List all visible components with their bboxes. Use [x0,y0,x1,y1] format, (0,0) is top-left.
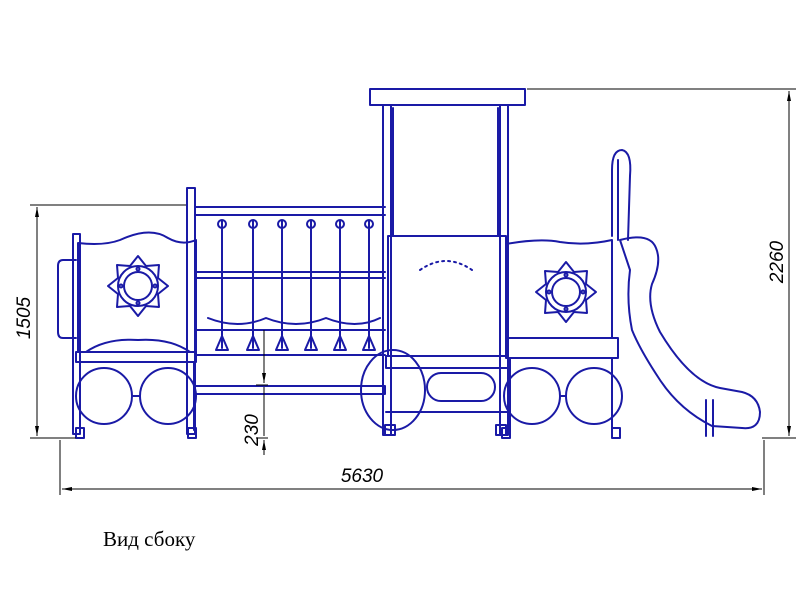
sun-emblem-left [107,255,169,317]
left-handle-rail [57,259,77,339]
cab-panel [387,235,507,357]
train-playset [57,88,761,439]
wheel [75,367,133,425]
slide-post [611,149,632,241]
cab-roof [369,88,526,106]
left-wagon-skirt [85,338,191,353]
net-bridge [186,187,386,435]
bridge-post [186,187,196,435]
wheel [503,367,561,425]
left-wagon-panel [77,231,197,353]
front-wheel [360,349,426,431]
dimensions [30,88,796,495]
right-wagon-base [505,337,619,359]
dim-label-clearance: 230 [242,414,263,447]
wheel [565,367,623,425]
right-wagon [501,149,761,439]
cab-window [426,372,496,402]
left-wagon [57,231,197,439]
slide [619,236,761,430]
left-wagon-base [75,351,197,363]
dim-label-wagon-height: 1505 [14,296,35,339]
right-wagon-panel [505,239,613,339]
dim-label-length: 5630 [341,466,384,487]
locomotive-cab [360,88,526,436]
view-caption: Вид сбоку [103,527,196,551]
sun-emblem-right [535,261,597,323]
dim-label-total-height: 2260 [767,240,788,284]
cab-base [385,355,509,369]
rope-ladders [207,219,381,351]
